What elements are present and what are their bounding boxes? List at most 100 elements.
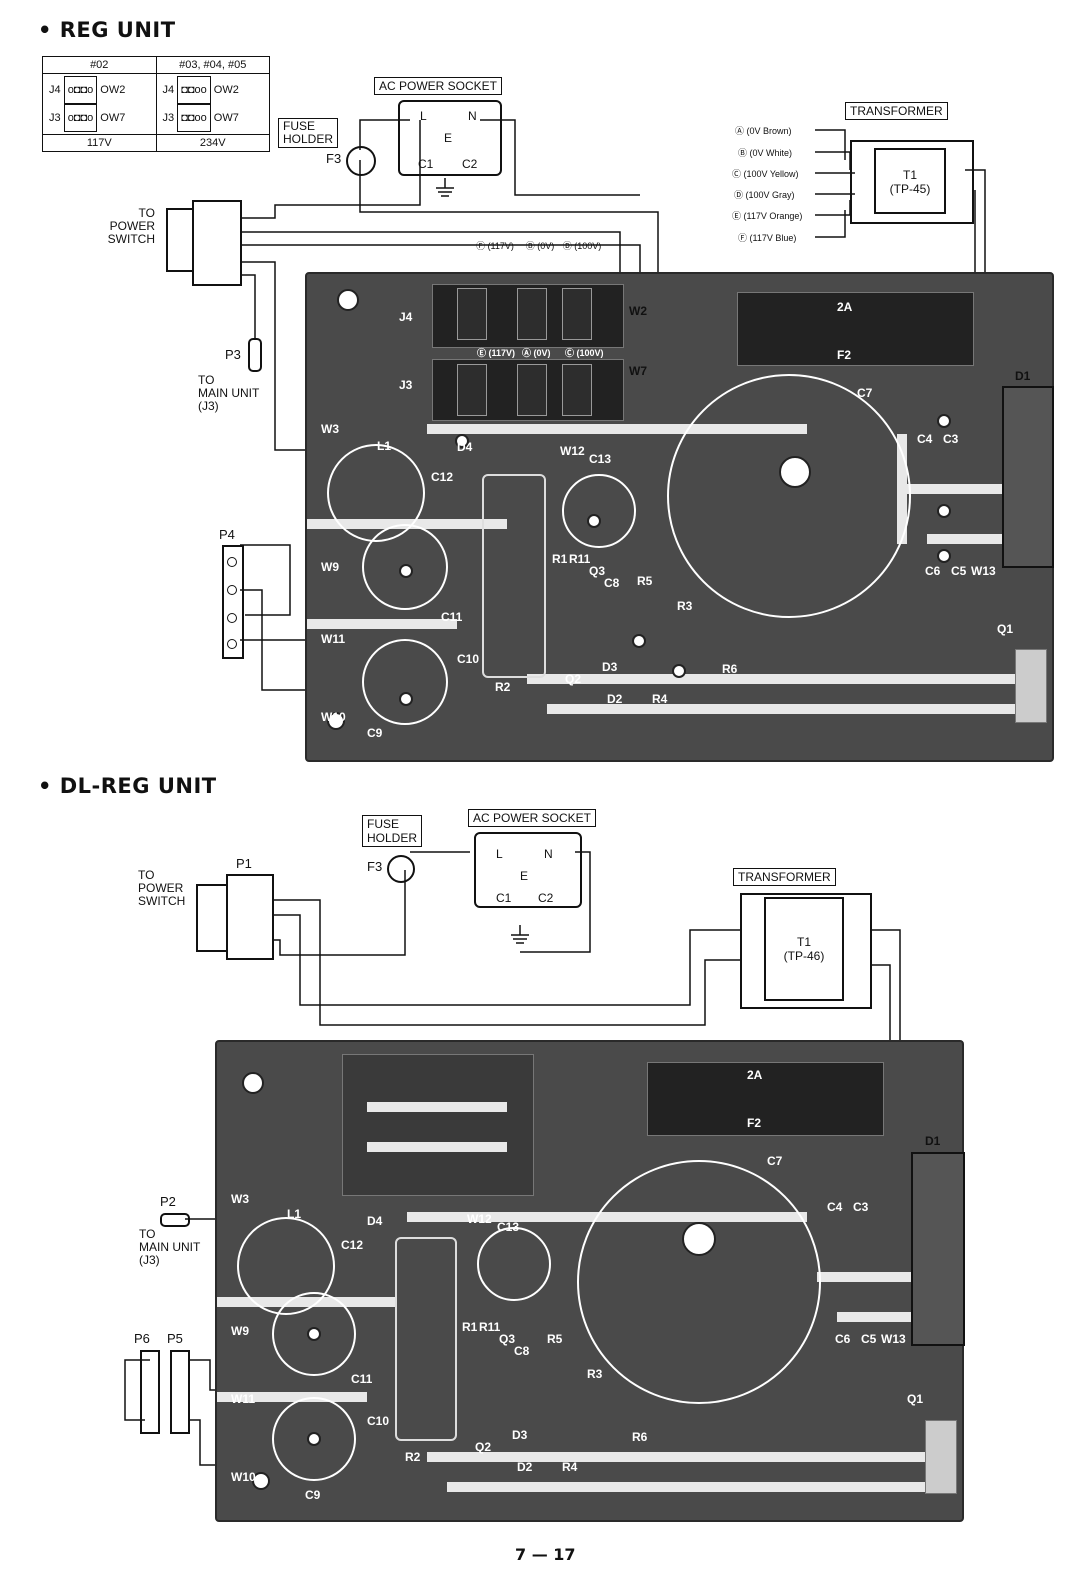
jumper-table: #02 #03, #04, #05 J4 o◘◘o OW2 J3 o◘◘o OW… [42, 56, 270, 152]
reg-pcb-q1: Q1 [997, 622, 1014, 636]
dlreg-p5-connector [170, 1350, 190, 1434]
reg-pcb-c11: C11 [441, 610, 463, 624]
dlreg-pcb-c4: C4 [827, 1200, 843, 1214]
dlreg-pcb-d2: D2 [517, 1460, 533, 1474]
dlreg-f3-label: F3 [367, 859, 383, 874]
dlreg-power-connector [226, 874, 274, 960]
reg-pcb: J4 J3 W2 W7 W3 W9 W11 W10 L1 C12 D4 W12 … [305, 272, 1054, 762]
to-main-line3: (J3) [198, 399, 219, 413]
dlreg-pcb-c8: C8 [514, 1344, 530, 1358]
jumper-j4-label: J4 [49, 84, 61, 96]
to-main-line1: TO [139, 1227, 156, 1241]
reg-pcb-c4: C4 [917, 432, 933, 446]
dlreg-pcb-l1: L1 [287, 1207, 302, 1221]
reg-to-power-switch: TO POWER SWITCH [103, 207, 155, 246]
reg-pcb-c10: C10 [457, 652, 480, 666]
reg-pcb-w11: W11 [321, 632, 346, 646]
to-main-line2: MAIN UNIT [198, 386, 260, 400]
jumper-block-icon: o◘◘o [63, 76, 98, 104]
reg-unit-title: • REG UNIT [38, 18, 176, 42]
reg-tap-f: Ⓕ (117V Blue) [738, 233, 797, 243]
dlreg-fuse-holder-label: FUSE HOLDER [362, 815, 423, 847]
reg-tap-b: Ⓑ (0V White) [738, 148, 793, 158]
to-main-line3: (J3) [139, 1253, 160, 1267]
to-power-line2: POWER [109, 219, 155, 233]
socket-n-label: N [544, 847, 553, 861]
to-power-line1: TO [138, 868, 155, 882]
reg-pcb-c12: C12 [431, 470, 454, 484]
jumper-ow7-label: OW7 [213, 112, 239, 124]
reg-pcb-c7: C7 [857, 386, 873, 400]
reg-tap-a: Ⓐ (0V Brown) [735, 126, 792, 136]
dlreg-pcb-w11: W11 [231, 1392, 256, 1406]
dlreg-p6-connector [140, 1350, 160, 1434]
dlreg-pcb-r5: R5 [547, 1332, 563, 1346]
reg-to-main-unit: TO MAIN UNIT (J3) [198, 374, 259, 413]
reg-t1-label: T1 [902, 168, 917, 182]
reg-tap-c: Ⓒ (100V Yellow) [732, 169, 799, 179]
dlreg-pcb-c9: C9 [305, 1488, 321, 1502]
dlreg-pcb-d3: D3 [512, 1428, 528, 1442]
reg-f3-label: F3 [326, 151, 342, 166]
socket-c1-label: C1 [418, 157, 434, 171]
dlreg-pcb-w3: W3 [231, 1192, 249, 1206]
reg-pcb-c13: C13 [589, 452, 612, 466]
reg-pcb-w7: W7 [629, 364, 647, 378]
page-number: 7 — 17 [515, 1545, 576, 1564]
reg-pcb-d2: D2 [607, 692, 623, 706]
dlreg-pcb-c3: C3 [853, 1200, 869, 1214]
reg-tap-e: Ⓔ (117V Orange) [732, 211, 803, 221]
dlreg-pcb-r4: R4 [562, 1460, 578, 1474]
reg-top-tap-b: Ⓑ (0V) [525, 241, 555, 251]
reg-pcb-r5: R5 [637, 574, 653, 588]
jumper-block-icon: ◘◘oo [177, 104, 211, 132]
dlreg-pcb-d1: D1 [925, 1134, 941, 1148]
reg-pcb-l1: L1 [377, 439, 392, 453]
reg-top-tap-f: Ⓕ (117V) [476, 241, 514, 251]
reg-mid-tap-a: Ⓐ (0V) [522, 348, 551, 358]
dlreg-pcb-c7: C7 [767, 1154, 783, 1168]
dlreg-pcb-c13: C13 [497, 1220, 520, 1234]
dlreg-pcb: W3 W9 W11 W10 L1 C12 D4 W12 C13 C7 2A F2… [215, 1040, 965, 1522]
jumper-col1-header: #02 [42, 56, 157, 74]
dlreg-pcb-c11: C11 [351, 1372, 373, 1386]
dlreg-pcb-r11: R11 [479, 1320, 501, 1334]
dlreg-pcb-q1: Q1 [907, 1392, 924, 1406]
reg-ac-socket: L N E C1 C2 [398, 100, 502, 176]
reg-pcb-r2: R2 [495, 680, 511, 694]
dlreg-pcb-c12: C12 [341, 1238, 364, 1252]
dlreg-ac-socket: L N E C1 C2 [474, 832, 582, 908]
socket-l-label: L [496, 847, 503, 861]
jumper-col2-header: #03, #04, #05 [155, 56, 270, 74]
socket-c1-label: C1 [496, 891, 512, 905]
dlreg-p2-label: P2 [160, 1194, 176, 1209]
to-power-line3: SWITCH [138, 894, 186, 908]
fuse-holder-line1: FUSE [283, 119, 316, 133]
dlreg-unit-title: • DL-REG UNIT [38, 774, 217, 798]
reg-p3-connector [248, 338, 262, 372]
dlreg-tp-label: (TP-46) [783, 949, 825, 963]
reg-pcb-q3: Q3 [589, 564, 606, 578]
dlreg-ac-socket-label: AC POWER SOCKET [468, 809, 597, 827]
jumper-foot-117v: 117V [42, 134, 157, 152]
reg-pcb-d1: D1 [1015, 369, 1031, 383]
reg-pcb-c8: C8 [604, 576, 620, 590]
dlreg-p1-label: P1 [236, 856, 252, 871]
reg-pcb-w13: W13 [971, 564, 996, 578]
dlreg-pcb-w12: W12 [467, 1212, 492, 1226]
dlreg-p6-label: P6 [134, 1331, 150, 1346]
reg-p4-label: P4 [219, 527, 235, 542]
dlreg-to-main-unit: TO MAIN UNIT (J3) [139, 1228, 200, 1267]
reg-pcb-q2: Q2 [565, 672, 582, 686]
reg-fuse-holder-label: FUSE HOLDER [278, 118, 339, 148]
jumper-ow2-label: OW2 [100, 84, 126, 96]
to-main-line1: TO [198, 373, 215, 387]
dlreg-pcb-q2: Q2 [475, 1440, 492, 1454]
dlreg-pcb-c5: C5 [861, 1332, 877, 1346]
reg-p3-label: P3 [225, 347, 241, 362]
dlreg-pcb-c10: C10 [367, 1414, 390, 1428]
reg-tp-label: (TP-45) [889, 182, 931, 196]
socket-e-label: E [520, 869, 529, 883]
reg-p4-connector [222, 545, 244, 659]
jumper-block-icon: ◘◘oo [177, 76, 211, 104]
